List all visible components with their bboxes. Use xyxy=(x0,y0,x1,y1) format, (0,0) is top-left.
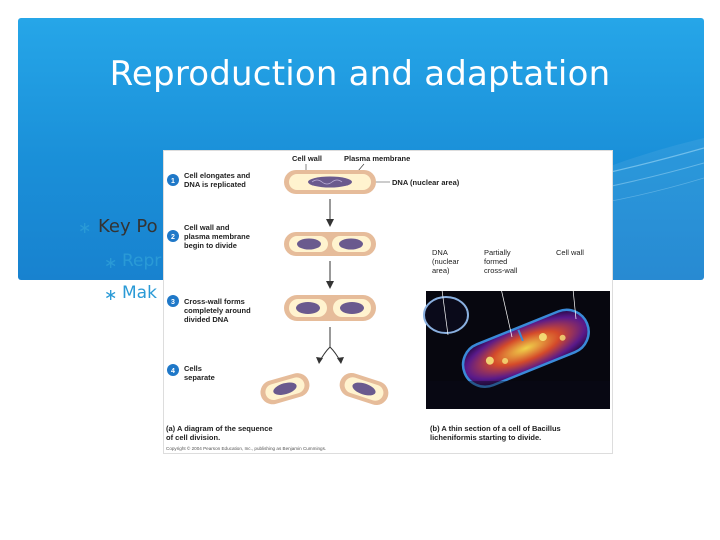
separated-cell-left xyxy=(260,373,310,405)
copyright-notice: Copyright © 2004 Pearson Education, Inc.… xyxy=(166,445,326,451)
arrow-head xyxy=(326,281,334,289)
step-text-line: Cells xyxy=(184,364,202,373)
step-number: 2 xyxy=(171,234,175,241)
asterisk-bullet-icon: ∗ xyxy=(78,218,92,237)
step-number: 3 xyxy=(171,299,175,306)
arrow-head xyxy=(326,219,334,227)
step-number: 1 xyxy=(171,178,175,185)
cell-dividing xyxy=(284,232,376,256)
micro-label-partial: formed xyxy=(484,257,507,266)
step-text-line: completely around xyxy=(184,306,251,315)
label-cell-wall: Cell wall xyxy=(292,154,322,163)
sub-bullet-text: Repr xyxy=(122,251,162,271)
slide-title: Reproduction and adaptation xyxy=(109,54,611,94)
asterisk-bullet-icon: ∗ xyxy=(104,285,118,304)
cell-cross-wall xyxy=(284,295,376,321)
step-badge-3 xyxy=(167,295,179,307)
bullet-text: Key Po xyxy=(98,216,158,237)
step-text-line: Cell elongates and xyxy=(184,171,251,180)
step-text-line: Cross-wall forms xyxy=(184,297,245,306)
arrow-head xyxy=(316,357,323,364)
step-badge-2 xyxy=(167,230,179,242)
leader-line xyxy=(497,274,513,338)
step-text-line: DNA is replicated xyxy=(184,180,246,189)
leader-line xyxy=(439,274,449,336)
label-plasma-membrane: Plasma membrane xyxy=(344,154,410,163)
leader-line xyxy=(569,258,577,320)
caption-a: of cell division. xyxy=(166,433,220,442)
micro-label-dna: area) xyxy=(432,266,450,275)
arrow-head xyxy=(337,357,344,364)
step-text-line: divided DNA xyxy=(184,315,229,324)
caption-b: (b) A thin section of a cell of Bacillus xyxy=(430,424,561,433)
sub-bullet-reproduction: ∗ Repr xyxy=(104,251,162,272)
asterisk-bullet-icon: ∗ xyxy=(104,253,118,272)
separated-cell-right xyxy=(339,372,389,406)
step-text-line: separate xyxy=(184,373,215,382)
step-badge-4 xyxy=(167,364,179,376)
label-dna-nuclear-area: DNA (nuclear area) xyxy=(392,178,460,187)
caption-a: (a) A diagram of the sequence xyxy=(166,424,273,433)
micrograph-image xyxy=(423,291,610,409)
sub-bullet-make: ∗ Mak xyxy=(104,283,157,304)
micro-label-partial: cross-wall xyxy=(484,266,518,275)
micro-label-partial: Partially xyxy=(484,248,511,257)
binary-fission-figure: Cell wall Plasma membrane DNA (nuclear a… xyxy=(163,150,613,454)
caption-b: licheniformis starting to divide. xyxy=(430,433,541,442)
micro-label-dna: (nuclear xyxy=(432,257,460,266)
step-number: 4 xyxy=(171,368,175,375)
step-text-line: plasma membrane xyxy=(184,232,250,241)
step-text-line: Cell wall and xyxy=(184,223,230,232)
cell-elongating xyxy=(284,170,376,194)
step-text-line: begin to divide xyxy=(184,241,237,250)
micro-label-dna: DNA xyxy=(432,248,448,257)
micro-label-cell-wall: Cell wall xyxy=(556,248,584,257)
step-badge-1 xyxy=(167,174,179,186)
bullet-key-points: ∗ Key Po xyxy=(78,216,158,237)
sub-bullet-text: Mak xyxy=(122,283,157,303)
